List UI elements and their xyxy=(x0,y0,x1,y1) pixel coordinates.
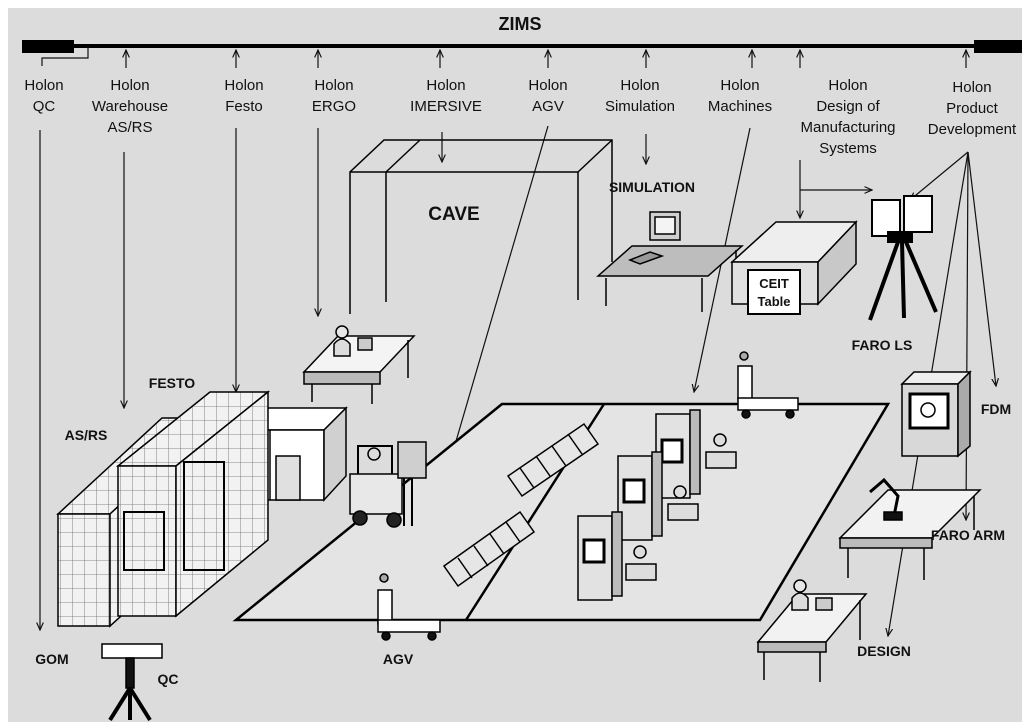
fdm-printer xyxy=(902,372,970,456)
ceit-label-line1: CEIT xyxy=(759,276,789,291)
zims-title: ZIMS xyxy=(499,14,542,34)
holon-label-line: QC xyxy=(33,98,56,115)
bus-left-terminal xyxy=(22,40,74,53)
faro-ls-label: FARO LS xyxy=(852,337,913,353)
holon-label-line: AS/RS xyxy=(107,119,152,136)
asrs-label: AS/RS xyxy=(65,427,108,443)
festo-label: FESTO xyxy=(149,375,196,391)
design-label: DESIGN xyxy=(857,643,911,659)
holon-label-line: Holon xyxy=(828,77,867,94)
holon-label-line: Systems xyxy=(819,140,877,157)
holon-label-line: Holon xyxy=(314,77,353,94)
holon-label-line: Festo xyxy=(225,98,263,115)
holon-label-line: Simulation xyxy=(605,98,675,115)
holon-label-line: Manufacturing xyxy=(800,119,895,136)
holon-label-line: Machines xyxy=(708,98,772,115)
holon-label-line: ERGO xyxy=(312,98,356,115)
holon-label-line: Development xyxy=(928,121,1017,138)
gom-label: GOM xyxy=(35,651,68,667)
holon-label-line: Product xyxy=(946,100,999,117)
holon-label-line: Holon xyxy=(528,77,567,94)
holon-label-line: Design of xyxy=(816,98,880,115)
holon-label-line: Holon xyxy=(426,77,465,94)
holon-label-line: Warehouse xyxy=(92,98,168,115)
holon-label-line: AGV xyxy=(532,98,564,115)
ceit-label-line2: Table xyxy=(758,294,791,309)
holon-label-line: Holon xyxy=(720,77,759,94)
faro-arm-label: FARO ARM xyxy=(931,527,1005,543)
holon-label-line: Holon xyxy=(952,79,991,96)
bus-right-terminal xyxy=(974,40,1022,53)
holon-label-line: Holon xyxy=(224,77,263,94)
holon-label-line: Holon xyxy=(110,77,149,94)
cave-label: CAVE xyxy=(428,204,479,225)
qc-label: QC xyxy=(158,671,179,687)
holon-label-line: Holon xyxy=(620,77,659,94)
agv-label: AGV xyxy=(383,651,414,667)
holon-label-line: IMERSIVE xyxy=(410,98,482,115)
simulation-label: SIMULATION xyxy=(609,179,695,195)
fdm-label: FDM xyxy=(981,401,1011,417)
holon-label-line: Holon xyxy=(24,77,63,94)
